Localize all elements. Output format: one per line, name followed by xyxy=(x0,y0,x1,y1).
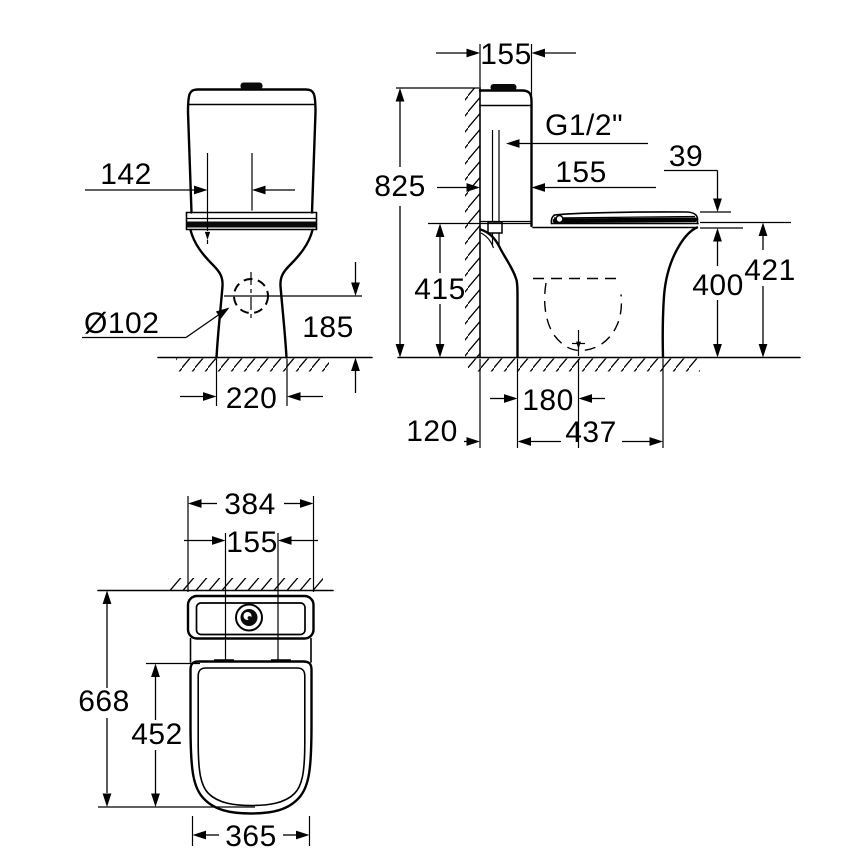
trap-hidden-outline xyxy=(543,282,623,352)
dim-total-height: 825 xyxy=(374,87,479,358)
dim-cistern-depth: 155 xyxy=(436,38,576,98)
cistern-profile xyxy=(478,89,533,228)
dim-437-label: 437 xyxy=(565,416,617,449)
dim-185-label: 185 xyxy=(302,311,354,344)
seat-plan-outline xyxy=(197,667,306,807)
seat-lid-profile xyxy=(553,211,699,225)
cistern-plan-inner xyxy=(195,602,306,636)
bowl-rear-accent xyxy=(480,232,495,249)
flush-button-plan xyxy=(235,603,263,632)
side-view: 155 G1/2" 155 39 xyxy=(374,38,801,449)
dim-415-label: 415 xyxy=(414,273,466,306)
dim-384-label: 384 xyxy=(224,488,276,521)
pedestal-left xyxy=(189,228,224,359)
dim-cistern-projection: 155 xyxy=(437,156,656,192)
dim-220-label: 220 xyxy=(226,382,278,415)
dim-142-label: 142 xyxy=(100,158,152,191)
dim-fixing-distance: 142 xyxy=(85,153,295,244)
dim-rim-rear-height: 415 xyxy=(414,222,531,358)
dim-total-depth: 668 xyxy=(78,590,255,808)
dim-foot-width: 220 xyxy=(180,359,323,415)
dim-452-label: 452 xyxy=(131,718,183,751)
pedestal-right xyxy=(279,228,314,359)
dim-155-plan-label: 155 xyxy=(226,526,278,559)
dim-wall-to-foot: 120 xyxy=(406,359,481,448)
dim-outlet-center: 180 xyxy=(490,359,605,448)
bowl-rear-profile xyxy=(479,228,519,359)
dim-120-label: 120 xyxy=(406,415,458,448)
dim-seat-length: 452 xyxy=(131,662,200,807)
dim-foot-depth: 437 xyxy=(517,359,664,449)
dim-39-label: 39 xyxy=(669,140,703,173)
flush-button-side xyxy=(490,84,517,91)
bowl-front-profile xyxy=(661,226,699,359)
dim-180-label: 180 xyxy=(522,384,574,417)
dim-400-label: 400 xyxy=(692,269,744,302)
dim-bowl-width: 365 xyxy=(191,816,311,853)
seat-edge-band xyxy=(186,221,317,228)
dim-g12-label: G1/2" xyxy=(545,109,623,142)
supply-fitting xyxy=(487,221,503,234)
wall-hatch xyxy=(465,88,480,357)
dim-cistern-width: 384 xyxy=(187,488,315,592)
floor-hatch xyxy=(176,358,329,372)
dim-155-top-label: 155 xyxy=(480,38,532,71)
dim-668-label: 668 xyxy=(78,685,130,718)
dim-bowl-height: 400 xyxy=(692,228,744,358)
flush-button xyxy=(240,82,263,90)
seat-edge-band-side xyxy=(552,217,698,224)
dim-421-label: 421 xyxy=(744,254,796,287)
dim-seat-thickness: 39 xyxy=(664,140,791,229)
dim-outlet-diameter: Ø102 xyxy=(82,303,232,340)
dim-155-side-label: 155 xyxy=(555,156,607,189)
cistern-plan-outer xyxy=(186,594,315,640)
dim-seat-height: 421 xyxy=(744,222,796,358)
dim-o102-label: Ø102 xyxy=(84,307,159,340)
front-view: 142 Ø102 185 220 xyxy=(82,82,373,415)
dim-365-label: 365 xyxy=(225,820,277,853)
bowl-plan-outline xyxy=(189,660,313,815)
wall-hatch-plan xyxy=(168,578,323,591)
plan-view: 384 155 668 452 xyxy=(78,488,334,853)
dim-hinge-distance: 155 xyxy=(184,526,318,660)
dim-825-label: 825 xyxy=(374,170,426,203)
dim-outlet-height: 185 xyxy=(302,262,360,393)
seat-hinge-pin xyxy=(555,214,564,224)
dim-supply-connection: G1/2" xyxy=(506,109,648,148)
floor-hatch-side xyxy=(468,358,700,372)
